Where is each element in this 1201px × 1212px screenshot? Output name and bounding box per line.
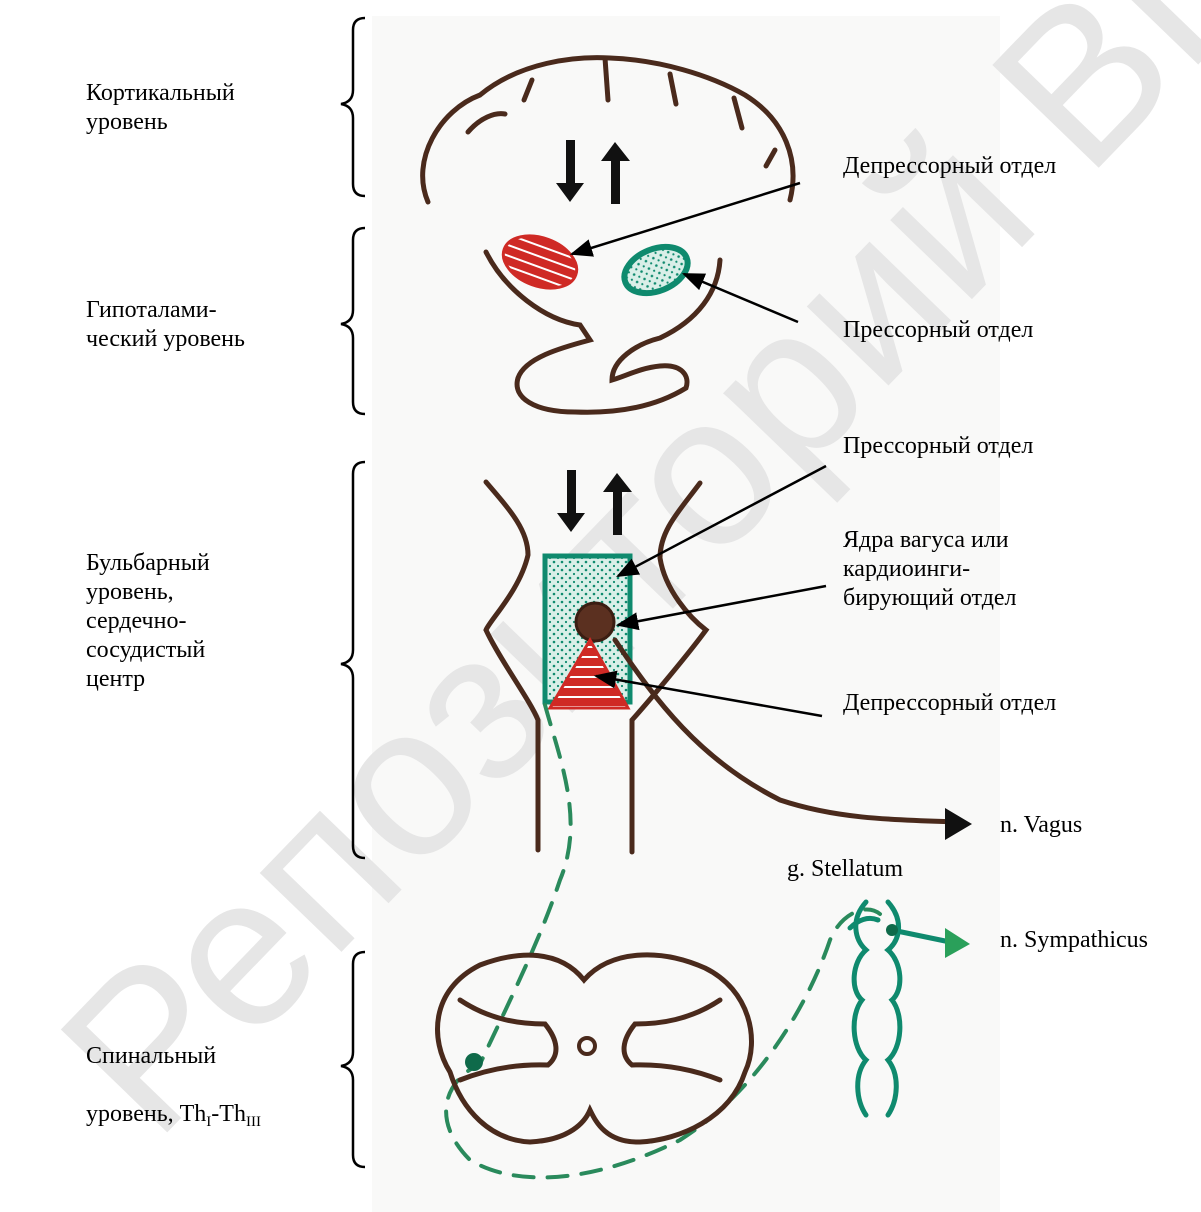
label-n-vagus: n. Vagus (1000, 811, 1082, 840)
sympathicus-arrow-icon (945, 928, 970, 958)
vagus-nucleus (576, 603, 614, 641)
brace-cortical (341, 18, 365, 196)
label-spinal-level: Спинальный уровень, ThI-ThIII (86, 1013, 261, 1158)
cortex-drawing (423, 58, 793, 202)
spinal-level-line2: уровень, ThI-ThIII (86, 1100, 261, 1129)
up-arrow-icon (601, 142, 630, 204)
label-hypothalamic-level: Гипоталами- ческий уровень (86, 296, 245, 354)
label-cortical-level: Кортикальный уровень (86, 79, 235, 137)
vagus-arrow-icon (945, 808, 972, 840)
annotation-bulb-depressor: Депрессорный отдел (843, 689, 1056, 718)
spinal-level-line1: Спинальный (86, 1042, 261, 1071)
spinal-neuron-dot (465, 1053, 483, 1071)
down-arrow-icon (556, 140, 584, 202)
brace-hypothalamic (341, 228, 365, 414)
label-bulbar-level: Бульбарный уровень, сердечно- сосудистый… (86, 549, 210, 694)
annotation-bulb-pressor: Прессорный отдел (843, 432, 1033, 461)
label-n-sympathicus: n. Sympathicus (1000, 926, 1148, 955)
label-g-stellatum: g. Stellatum (787, 855, 903, 884)
annotation-vagus-nuclei: Ядра вагуса или кардиоинги- бирующий отд… (843, 526, 1017, 613)
cortex-hypo-arrows (556, 140, 630, 204)
hypo-pressor-nucleus (618, 238, 695, 302)
annotation-hypo-depressor: Депрессорный отдел (843, 152, 1056, 181)
spinal-cord-drawing (438, 955, 752, 1142)
sympathetic-chain (850, 902, 950, 1115)
stellate-ganglion-dot (886, 924, 898, 936)
annotation-hypo-pressor: Прессорный отдел (843, 316, 1033, 345)
